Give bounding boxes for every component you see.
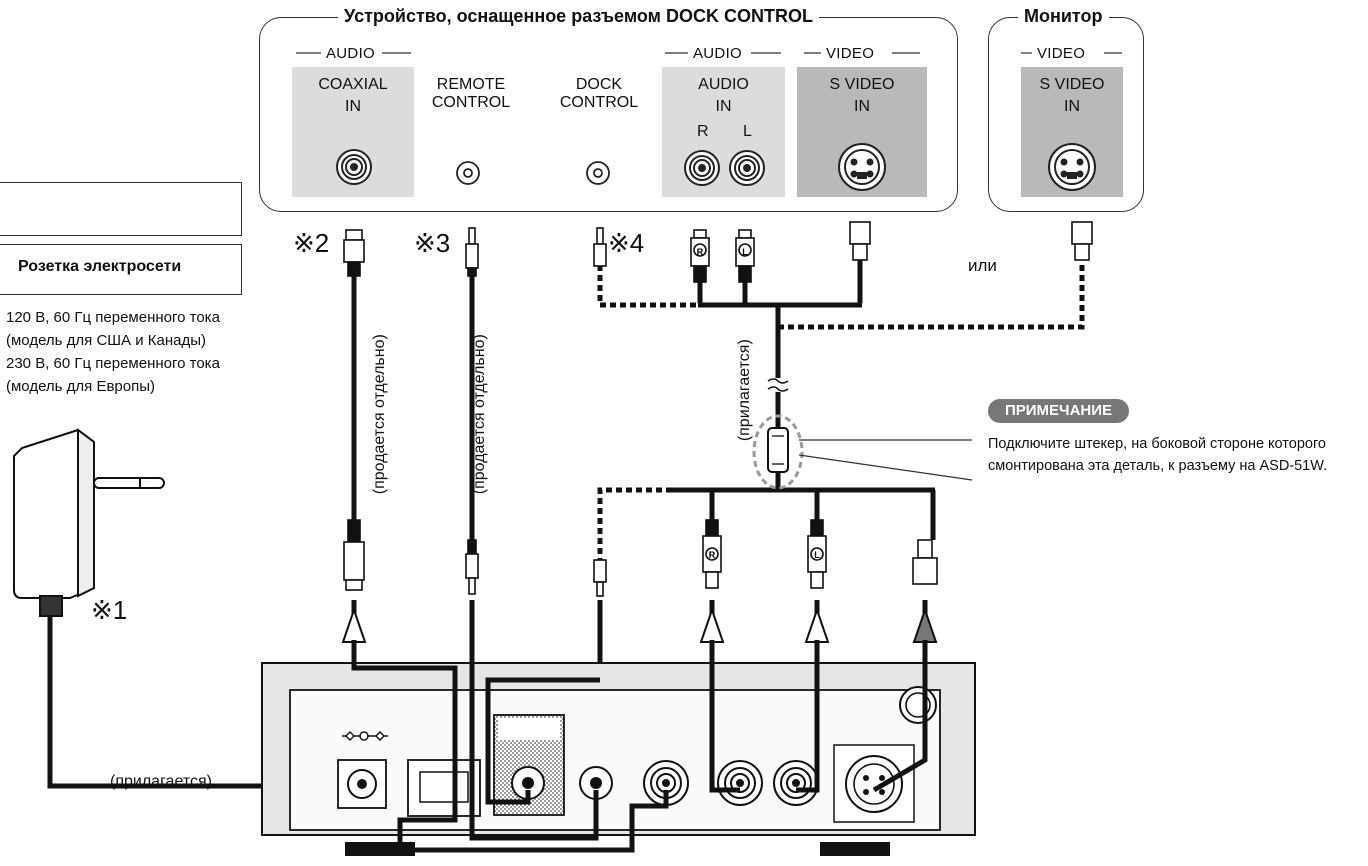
outlet-frame-top: [0, 182, 242, 236]
mark-1: ※1: [91, 595, 128, 625]
mark-2: ※2: [293, 228, 330, 258]
or-label: или: [968, 256, 997, 275]
ethernet-label: ETHERNET: [413, 716, 465, 727]
supplied-cable-label: (прилагается): [735, 339, 753, 442]
power-spec-2: (модель для США и Канады): [6, 332, 206, 349]
audio-out-label: R AUDIO OUT L: [730, 729, 800, 740]
ferrite-core-highlight: [752, 414, 804, 490]
plug-l-mark-bottom: L: [814, 550, 820, 560]
dock-plug-top: [593, 227, 607, 267]
digital-out-label: DIGITAL OUT: [636, 729, 696, 740]
dock-device-title: Устройство, оснащенное разъемом DOCK CON…: [338, 6, 819, 27]
remote-plug-bottom: [465, 539, 479, 595]
coaxial-plug-top: [343, 229, 365, 277]
group-audio-left: AUDIO: [322, 45, 380, 63]
mark-4: ※4: [608, 228, 645, 258]
mark-3: ※3: [414, 228, 451, 258]
outlet-label-box: [0, 244, 242, 295]
ac-adapter: [13, 428, 165, 617]
audio-r-plug-top: [690, 229, 710, 283]
audio-r-plug-bottom: [702, 519, 722, 589]
adapter-supplied-label: (прилагается): [110, 773, 212, 790]
svideo-plug-bottom: [912, 539, 938, 585]
svideo-plug-top: [849, 221, 871, 261]
plug-r-mark-top: R: [697, 247, 704, 257]
main-unit: [261, 662, 976, 856]
audio-in-r-label: R: [697, 123, 709, 140]
power-spec-4: (модель для Европы): [6, 378, 156, 395]
power-spec-1: 120 В, 60 Гц переменного тока: [6, 309, 220, 326]
audio-in-l-label: L: [743, 123, 752, 140]
monitor-svideo-plug: [1071, 221, 1093, 261]
group-video: VIDEO: [822, 45, 879, 63]
sold-separately-label-1: (продается отдельно): [370, 334, 388, 495]
coaxial-plug-bottom: [343, 519, 365, 591]
group-audio-right: AUDIO: [689, 45, 747, 63]
plug-l-mark-top: L: [742, 247, 748, 257]
outlet-label: Розетка электросети: [18, 258, 182, 275]
ferrite-core: [767, 427, 789, 473]
svideo-out-label: S-VIDEO OUT: [837, 729, 899, 740]
audio-l-plug-top: [735, 229, 755, 283]
monitor-title: Монитор: [1018, 6, 1109, 27]
sold-separately-label-2: (продается отдельно): [470, 334, 488, 495]
dc-in-label: DC IN 6V: [343, 716, 385, 727]
note-text: Подключите штекер, на боковой стороне ко…: [988, 436, 1328, 475]
signal-arrows: [341, 606, 938, 643]
note-badge: ПРИМЕЧАНИЕ: [988, 399, 1129, 423]
remote-plug-top: [465, 227, 479, 277]
monitor-group-video: VIDEO: [1033, 45, 1090, 63]
power-spec-3: 230 В, 60 Гц переменного тока: [6, 355, 220, 372]
audio-l-plug-bottom: [807, 519, 827, 589]
plug-r-mark-bottom: R: [709, 550, 716, 560]
dock-plug-bottom: [593, 559, 607, 597]
